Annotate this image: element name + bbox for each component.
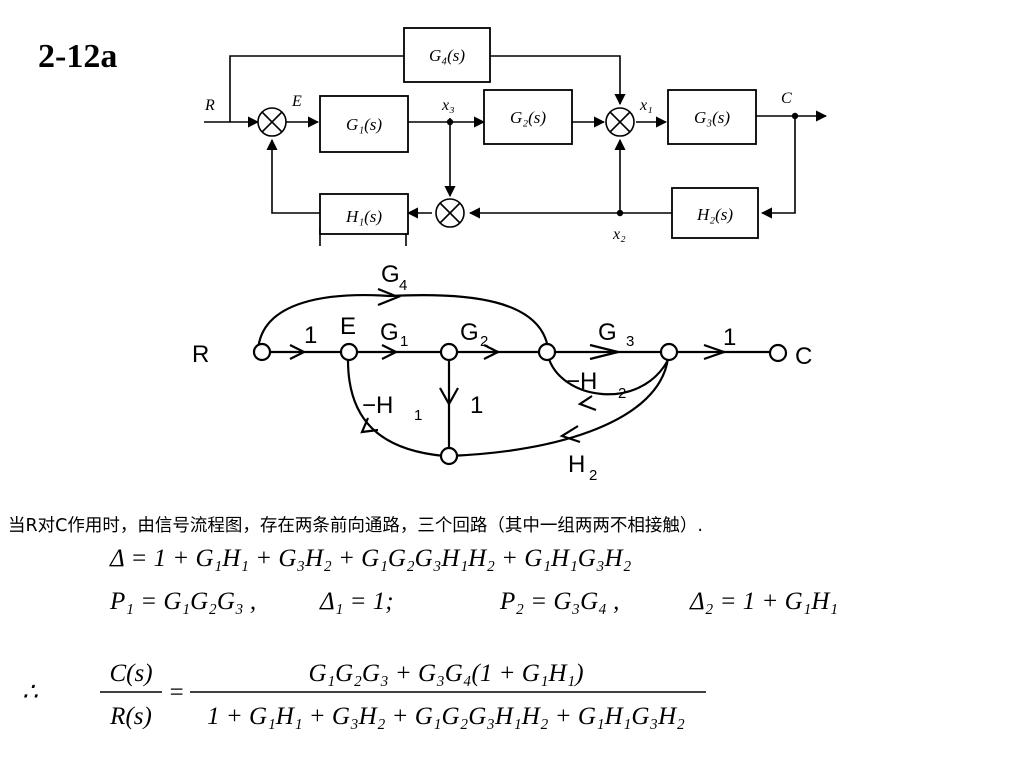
node-bottom <box>439 446 459 466</box>
sfg-branch-neg-h1-label: −H 1 <box>362 392 422 424</box>
sfg-node-r-label: R <box>192 341 209 368</box>
block-g2: G₂(s) <box>483 89 573 145</box>
sfg-branch-neg-h2-label: −H 2 <box>566 368 626 402</box>
sfg-branch-1-a-label: 1 <box>304 322 317 349</box>
svg-text:3: 3 <box>626 333 634 350</box>
sfg-branch-g1-label: G 1 <box>380 319 408 350</box>
slide-title: 2-12a <box>38 38 118 75</box>
summing-junction-3 <box>605 107 635 137</box>
svg-text:G: G <box>381 261 400 288</box>
rhs-denominator: 1 + G₁H₁ + G₃H₂ + G₁G₂G₃H₁H₂ + G₁H₁G₃H₂ <box>207 703 685 730</box>
block-g3: G₃(s) <box>667 89 757 145</box>
block-h2: H₂(s) <box>671 187 759 239</box>
node-x2 <box>659 342 679 362</box>
node-x3 <box>439 342 459 362</box>
svg-text:G: G <box>598 319 617 346</box>
sfg-branch-g2-label: G 2 <box>460 319 488 350</box>
lhs-numerator: C(s) <box>109 660 152 687</box>
svg-text:2: 2 <box>618 385 626 402</box>
branch-point-x2 <box>616 209 624 217</box>
equation-delta2: Δ₂ = 1 + G₁H₁ <box>689 588 838 615</box>
sfg-branch-g3-label: G 3 <box>598 319 634 350</box>
sfg-branch-h2-label: H 2 <box>568 451 597 484</box>
lhs-denominator: R(s) <box>109 703 152 730</box>
description-text: 当R对C作用时，由信号流程图，存在两条前向通路，三个回路（其中一组两两不相接触）… <box>8 516 703 536</box>
sfg-branch-g4-label: G 4 <box>381 261 407 294</box>
node-e <box>339 342 359 362</box>
svg-text:G₁(s): G₁(s) <box>346 115 382 134</box>
block-h1: H₁(s) <box>319 193 409 235</box>
equation-p2: P₂ = G₃G₄ , <box>499 588 619 615</box>
sfg-node-c-label: C <box>795 343 812 370</box>
signal-x1-label: x₁ <box>639 97 653 114</box>
block-g1: G₁(s) <box>319 95 409 153</box>
svg-text:G: G <box>460 319 479 346</box>
svg-text:−H: −H <box>362 392 393 419</box>
svg-text:G: G <box>380 319 399 346</box>
therefore-symbol: ∴ <box>22 679 38 706</box>
svg-text:G₄(s): G₄(s) <box>429 46 465 65</box>
equals-sign: = <box>168 679 185 706</box>
block-g4: G₄(s) <box>403 27 491 83</box>
signal-r-label: R <box>204 97 215 114</box>
signal-x2-label: x₂ <box>612 226 626 243</box>
svg-text:G₂(s): G₂(s) <box>510 108 546 127</box>
signal-c-label: C <box>781 90 792 107</box>
rhs-numerator: G₁G₂G₃ + G₃G₄(1 + G₁H₁) <box>308 660 583 687</box>
svg-text:2: 2 <box>480 333 488 350</box>
sfg-branch-1-b-label: 1 <box>723 324 736 351</box>
svg-text:H: H <box>568 451 585 478</box>
svg-text:4: 4 <box>399 277 407 294</box>
svg-text:−H: −H <box>566 368 597 395</box>
sfg-nodes <box>252 342 788 466</box>
node-x1 <box>537 342 557 362</box>
branch-point-x3 <box>446 118 454 126</box>
signal-flow-graph <box>256 287 770 458</box>
equation-p1: P₁ = G₁G₂G₃ , <box>109 588 256 615</box>
signal-e-label: E <box>291 93 302 110</box>
svg-text:G₃(s): G₃(s) <box>694 108 730 127</box>
svg-text:H₂(s): H₂(s) <box>696 205 733 224</box>
branch-point-c <box>791 112 799 120</box>
sfg-node-e-label: E <box>340 313 356 340</box>
svg-text:2: 2 <box>589 467 597 484</box>
summing-junction-1 <box>257 107 287 137</box>
summing-junction-2 <box>435 198 465 228</box>
equation-delta1: Δ₁ = 1; <box>319 588 394 615</box>
sfg-branch-1-c-label: 1 <box>470 392 483 419</box>
svg-text:1: 1 <box>400 333 408 350</box>
equation-delta: Δ = 1 + G₁H₁ + G₃H₂ + G₁G₂G₃H₁H₂ + G₁H₁G… <box>109 545 632 572</box>
block-diagram <box>204 55 828 246</box>
svg-text:1: 1 <box>414 407 422 424</box>
node-r <box>252 342 272 362</box>
svg-text:H₁(s): H₁(s) <box>345 207 382 226</box>
node-c <box>768 343 788 363</box>
signal-x3-label: x₃ <box>441 97 455 114</box>
